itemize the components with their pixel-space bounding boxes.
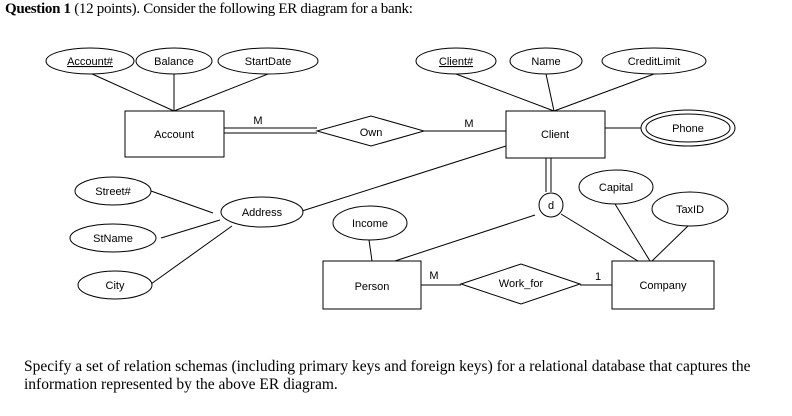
attr-phone-inner xyxy=(645,113,731,143)
label-city: City xyxy=(106,280,125,292)
attr-client-num xyxy=(415,47,497,75)
entity-company xyxy=(611,260,715,310)
card-workfor-company: 1 xyxy=(595,271,601,283)
attr-income xyxy=(332,205,408,241)
line-company-taxid xyxy=(651,225,689,262)
label-phone: Phone xyxy=(672,123,704,135)
entity-account xyxy=(124,110,225,158)
attr-address xyxy=(220,196,304,228)
label-entity-account: Account xyxy=(154,129,194,141)
entity-client xyxy=(505,110,606,159)
label-entity-company: Company xyxy=(639,280,687,292)
line-d-company xyxy=(560,213,639,262)
label-client-num: Client# xyxy=(439,56,474,68)
card-workfor-person: M xyxy=(429,270,438,282)
attr-city xyxy=(77,270,153,300)
label-rel-work-for: Work_for xyxy=(499,278,544,290)
attr-street-num xyxy=(74,176,152,206)
line-client-name xyxy=(545,73,555,112)
line-account-startdate xyxy=(173,73,269,112)
attr-tax-id xyxy=(651,191,729,227)
entity-person xyxy=(322,260,422,310)
question-header: Question 1 (12 points). Consider the fol… xyxy=(5,1,413,18)
attr-account-num xyxy=(45,47,135,75)
line-address-client xyxy=(301,145,507,212)
specialization-circle xyxy=(538,192,564,218)
card-own-account: M xyxy=(253,115,262,127)
label-street-num: Street# xyxy=(95,186,131,198)
attr-name xyxy=(509,47,583,75)
instructions-text: Specify a set of relation schemas (inclu… xyxy=(24,358,751,393)
label-start-date: StartDate xyxy=(245,56,291,68)
question-points: (12 points). xyxy=(74,1,140,17)
connector-lines xyxy=(89,72,689,286)
line-d-person xyxy=(394,214,536,262)
question-number: Question 1 xyxy=(5,1,71,17)
rel-own xyxy=(315,115,426,147)
label-credit-limit: CreditLimit xyxy=(628,56,681,68)
line-address-city xyxy=(150,225,233,285)
attr-capital xyxy=(578,169,654,205)
line-client-clientnum xyxy=(455,73,555,112)
question-prompt: Consider the following ER diagram for a … xyxy=(143,1,413,17)
label-capital: Capital xyxy=(599,182,633,194)
label-entity-person: Person xyxy=(355,281,390,293)
line-address-stname xyxy=(160,219,221,239)
label-st-name: StName xyxy=(93,233,133,245)
line-person-income xyxy=(368,239,373,262)
attr-balance xyxy=(135,47,213,75)
card-own-client: M xyxy=(464,118,473,130)
label-income: Income xyxy=(352,218,388,230)
label-tax-id: TaxID xyxy=(676,204,704,216)
label-specialization: d xyxy=(548,200,554,212)
attr-credit-limit xyxy=(601,47,707,75)
line-company-capital xyxy=(614,203,651,262)
label-balance: Balance xyxy=(154,56,194,68)
line-client-creditlimit xyxy=(553,73,655,112)
rel-work-for xyxy=(459,263,582,305)
attr-start-date xyxy=(217,47,319,75)
label-name: Name xyxy=(531,56,560,68)
label-rel-own: Own xyxy=(360,127,383,139)
line-address-street xyxy=(150,190,214,214)
label-account-num: Account# xyxy=(67,56,114,68)
attr-st-name xyxy=(69,223,157,253)
line-account-accountnum xyxy=(89,72,175,112)
label-address: Address xyxy=(242,207,283,219)
label-entity-client: Client xyxy=(541,129,569,141)
